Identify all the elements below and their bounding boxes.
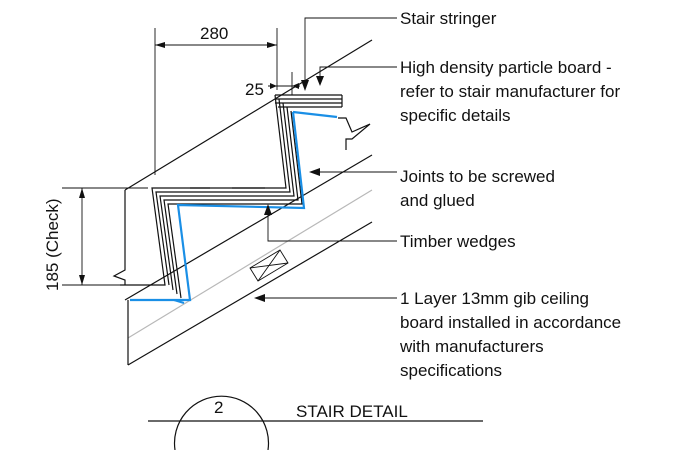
dim-25-label: 25 <box>245 80 264 99</box>
note-board-1: High density particle board - <box>400 58 612 77</box>
note-gib-2: board installed in accordance <box>400 313 621 332</box>
timber-wedge-diag-2 <box>257 249 281 282</box>
note-joints-2: and glued <box>400 191 475 210</box>
detail-title: STAIR DETAIL <box>296 402 408 421</box>
detail-number: 2 <box>214 398 223 417</box>
leader-stringer-arrow <box>301 80 309 91</box>
leader-board-arrow <box>316 76 324 86</box>
break-line <box>338 117 371 150</box>
board-line-riser <box>130 111 306 302</box>
dim-185-label: 185 (Check) <box>43 198 62 291</box>
note-gib-1: 1 Layer 13mm gib ceiling <box>400 289 589 308</box>
stair-profile-outer <box>120 94 287 286</box>
dim-280-arrow-right <box>267 42 277 48</box>
dim-25-arrow-left <box>270 83 277 89</box>
leader-wedges-arrow <box>264 204 272 215</box>
dim-185-arrow-top <box>79 188 85 198</box>
stair-profile-inner <box>167 110 303 299</box>
leader-board <box>319 66 397 82</box>
note-board-3: specific details <box>400 106 511 125</box>
left-break-upper <box>112 190 126 285</box>
board-line-bottom <box>173 298 185 305</box>
note-gib-3: with manufacturers <box>399 337 544 356</box>
board-line-upper <box>292 110 338 119</box>
stair-profile-3 <box>159 102 295 291</box>
dim-280-arrow-left <box>155 42 165 48</box>
dim-280-label: 280 <box>200 24 228 43</box>
soffit-line-upper <box>127 189 373 339</box>
note-joints-1: Joints to be screwed <box>400 167 555 186</box>
leader-wedges <box>267 208 397 242</box>
soffit-line-lower <box>127 221 373 366</box>
stringer-lower-line <box>124 154 373 301</box>
leader-joints-arrow <box>309 168 320 176</box>
leader-stringer <box>304 17 397 90</box>
note-gib-4: specifications <box>400 361 502 380</box>
note-wedges: Timber wedges <box>400 232 516 251</box>
dim-185-arrow-bottom <box>79 275 85 285</box>
note-stringer: Stair stringer <box>400 9 497 28</box>
detail-circle <box>173 395 270 450</box>
dim-25-arrow-right <box>292 83 299 89</box>
note-board-2: refer to stair manufacturer for <box>400 82 620 101</box>
stair-profile-4 <box>163 106 299 295</box>
leader-gib-arrow <box>254 294 265 302</box>
stringer-top-line <box>124 39 373 191</box>
stair-profile-2 <box>155 98 291 286</box>
